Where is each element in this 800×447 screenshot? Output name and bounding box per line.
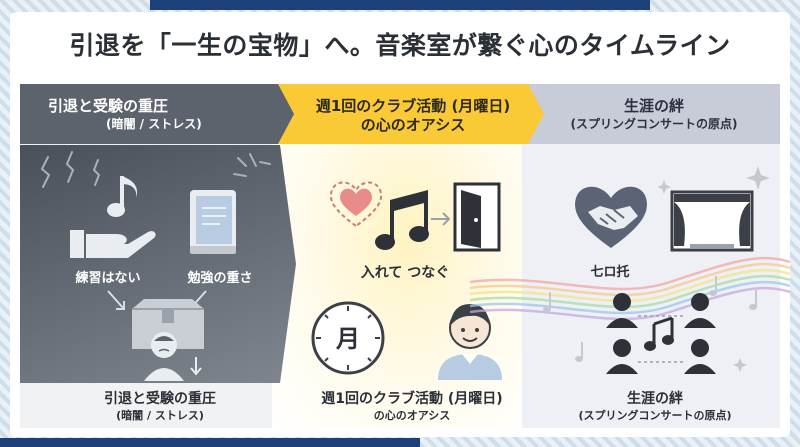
header-bond-sub: (スプリングコンサートの原点) bbox=[570, 117, 738, 131]
open-hand-icon bbox=[70, 230, 156, 258]
stage-curtain-icon bbox=[670, 190, 754, 252]
friends-circle-icon bbox=[606, 293, 716, 374]
connect-caption: 入れて つなぐ bbox=[310, 264, 500, 282]
connect-caption-text: 入れて つなぐ bbox=[360, 265, 450, 281]
stress-lines-icon bbox=[40, 151, 271, 188]
caption-oasis-main: 週1回のクラブ活動 (月曜日) bbox=[321, 391, 503, 407]
arrow-right-icon bbox=[431, 212, 451, 226]
sad-student-box-icon bbox=[132, 299, 204, 381]
bond-icon-label: 七ロ托 bbox=[590, 265, 630, 280]
music-note-icon bbox=[107, 176, 138, 217]
study-weight-label: 勉強の重さ bbox=[187, 271, 253, 286]
double-note-icon bbox=[375, 190, 429, 250]
caption-pressure-sub: (暗闇 / ストレス) bbox=[116, 409, 204, 422]
calendar-clock-icon: 月 bbox=[311, 301, 385, 375]
sparkle-icons bbox=[657, 166, 770, 194]
header-bond-title: 生涯の絆 bbox=[623, 97, 684, 115]
header-oasis: 週1回のクラブ活動 (月曜日) の心のオアシス bbox=[278, 84, 548, 144]
header-pressure-title: 引退と受験の重圧 bbox=[48, 97, 169, 115]
heart-icon bbox=[329, 181, 383, 228]
caption-oasis-sub: の心のオアシス bbox=[373, 409, 451, 422]
header-bond: 生涯の絆 (スプリングコンサートの原点) bbox=[528, 84, 780, 144]
caption-oasis: 週1回のクラブ活動 (月曜日) の心のオアシス bbox=[292, 390, 532, 424]
header-pressure: 引退と受験の重圧 (暗闇 / ストレス) bbox=[20, 84, 298, 144]
caption-pressure: 引退と受験の重圧 (暗闇 / ストレス) bbox=[50, 390, 270, 424]
floating-notes-icon bbox=[543, 276, 757, 372]
happy-student-icon bbox=[438, 304, 502, 380]
calendar-char: 月 bbox=[335, 325, 360, 353]
caption-bond-main: 生涯の絆 bbox=[627, 391, 683, 407]
infographic-card: 引退を「一生の宝物」へ。音楽室が繋ぐ心のタイムライン 引退と受験の重圧 (暗闇 … bbox=[10, 12, 790, 437]
bottom-accent-bar bbox=[0, 438, 420, 447]
no-practice-label: 練習はない bbox=[75, 271, 141, 286]
top-accent-bar bbox=[150, 0, 650, 10]
textbook-icon bbox=[190, 190, 236, 254]
caption-bond-sub: (スプリングコンサートの原点) bbox=[578, 409, 732, 422]
header-oasis-sub: の心のオアシス bbox=[360, 116, 466, 134]
rainbow-ribbons bbox=[469, 256, 790, 321]
caption-pressure-main: 引退と受験の重圧 bbox=[104, 391, 216, 407]
open-door-icon bbox=[453, 182, 501, 252]
header-oasis-title: 週1回のクラブ活動 (月曜日) bbox=[315, 97, 511, 115]
handshake-heart-icon bbox=[575, 186, 647, 248]
caption-bond: 生涯の絆 (スプリングコンサートの原点) bbox=[540, 390, 770, 424]
page-title: 引退を「一生の宝物」へ。音楽室が繋ぐ心のタイムライン bbox=[69, 31, 731, 60]
header-pressure-sub: (暗闇 / ストレス) bbox=[106, 117, 202, 131]
